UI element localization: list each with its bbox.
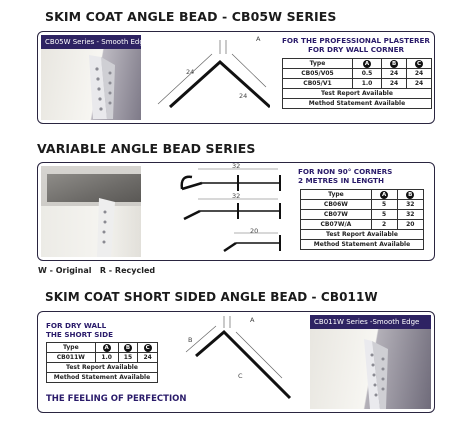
- section1-heading-1: FOR THE PROFESSIONAL PLASTERER: [282, 36, 430, 45]
- cell: 32: [396, 209, 424, 220]
- table-row: CB05/V1 1.0 24 24: [282, 78, 432, 89]
- cell: 1.0: [351, 78, 383, 89]
- section1-product-photo: CB05W Series - Smooth Edge: [41, 35, 148, 120]
- cell: 24: [381, 68, 408, 79]
- table-row: CB05/V05 0.5 24 24: [282, 68, 432, 79]
- dim-b-label: B: [188, 336, 193, 344]
- section2-heading-1: FOR NON 90° CORNERS: [298, 167, 393, 176]
- section1-profile-diagram: [157, 40, 270, 109]
- cell: 5: [370, 209, 398, 220]
- col-type: Type: [300, 189, 372, 200]
- cell: 24: [381, 78, 408, 89]
- table-footer-test: Test Report Available: [300, 229, 424, 240]
- section1-title: SKIM COAT ANGLE BEAD - CB05W SERIES: [45, 9, 337, 24]
- dim-32-mid-label: 32: [232, 192, 241, 200]
- dim-32-top-label: 32: [232, 162, 241, 170]
- section3-spec-table: Type A B C CB011W 1.0 15 24 Test Report …: [46, 342, 158, 383]
- section2-product-photo: [41, 166, 141, 257]
- section3-heading-1: FOR DRY WALL: [46, 321, 107, 330]
- col-c: C: [415, 59, 423, 68]
- cell: 20: [396, 219, 424, 230]
- cell: CB05/V1: [282, 78, 353, 89]
- bead-illustration: [97, 198, 115, 257]
- wall-surface: [41, 206, 141, 257]
- section3-photo-header: CB011W Series -Smooth Edge: [310, 315, 431, 329]
- col-a: A: [380, 190, 389, 199]
- dim-left-label: 24: [186, 68, 195, 76]
- table-row: CB011W 1.0 15 24: [46, 352, 158, 363]
- col-b: B: [123, 343, 132, 352]
- section3-panel: FOR DRY WALL THE SHORT SIDE Type A B C C…: [37, 311, 435, 413]
- stone-slab: [47, 174, 141, 202]
- dim-right-label: 24: [239, 92, 248, 100]
- section1-panel: CB05W Series - Smooth Edge A 24 24 FOR T…: [37, 31, 435, 124]
- cell: 24: [137, 352, 158, 363]
- section3-title: SKIM COAT SHORT SIDED ANGLE BEAD - CB011…: [45, 290, 378, 304]
- section3-heading-2: THE SHORT SIDE: [46, 330, 113, 339]
- section2-heading-2: 2 METRES IN LENGTH: [298, 176, 384, 185]
- table-row: CB07W/A 2 20: [300, 219, 424, 230]
- dim-a-label: A: [256, 35, 261, 43]
- cell: CB06W: [300, 199, 372, 210]
- section2-profile-diagrams: [180, 168, 281, 253]
- section3-profile-diagram: [185, 316, 292, 400]
- section1-photo-header: CB05W Series - Smooth Edge: [41, 35, 148, 49]
- cell: 5: [370, 199, 398, 210]
- table-row: CB07W 5 32: [300, 209, 424, 220]
- section2-spec-table: Type A B CB06W 5 32 CB07W 5 32 CB07W/A 2…: [300, 189, 424, 250]
- table-footer-test: Test Report Available: [282, 88, 432, 99]
- col-type: Type: [282, 58, 353, 69]
- section3-product-photo: CB011W Series -Smooth Edge: [310, 315, 431, 409]
- table-footer-test: Test Report Available: [46, 362, 158, 373]
- table-footer-method: Method Statement Available: [46, 372, 158, 383]
- cell: CB07W: [300, 209, 372, 220]
- dim-a-label: A: [250, 316, 255, 324]
- cell: 2: [370, 219, 398, 230]
- col-a: A: [363, 59, 372, 68]
- table-footer-method: Method Statement Available: [282, 98, 432, 109]
- col-b: B: [390, 59, 399, 68]
- bead-illustration: [89, 55, 115, 119]
- table-row: CB06W 5 32: [300, 199, 424, 210]
- cell: 24: [406, 68, 432, 79]
- cell: 0.5: [351, 68, 383, 79]
- tagline: THE FEELING OF PERFECTION: [46, 394, 187, 404]
- bead-illustration: [364, 339, 388, 409]
- section2-panel: 32 32 20 FOR NON 90° CORNERS 2 METRES IN…: [37, 162, 435, 261]
- dim-c-label: C: [238, 372, 243, 380]
- cell: CB05/V05: [282, 68, 353, 79]
- cell: CB011W: [46, 352, 96, 363]
- section1-heading-2: FOR DRY WALL CORNER: [308, 45, 405, 54]
- cell: 24: [406, 78, 432, 89]
- col-a: A: [102, 343, 111, 352]
- cell: 15: [117, 352, 139, 363]
- cell: 1.0: [94, 352, 119, 363]
- col-type: Type: [46, 342, 96, 353]
- section1-spec-table: Type A B C CB05/V05 0.5 24 24 CB05/V1 1.…: [282, 58, 432, 109]
- col-b: B: [406, 190, 415, 199]
- table-footer-method: Method Statement Available: [300, 239, 424, 250]
- cell: CB07W/A: [300, 219, 372, 230]
- section2-title: VARIABLE ANGLE BEAD SERIES: [37, 141, 256, 156]
- col-c: C: [143, 343, 152, 352]
- dim-20-label: 20: [250, 227, 259, 235]
- material-legend: W - Original R - Recycled: [38, 266, 156, 275]
- cell: 32: [396, 199, 424, 210]
